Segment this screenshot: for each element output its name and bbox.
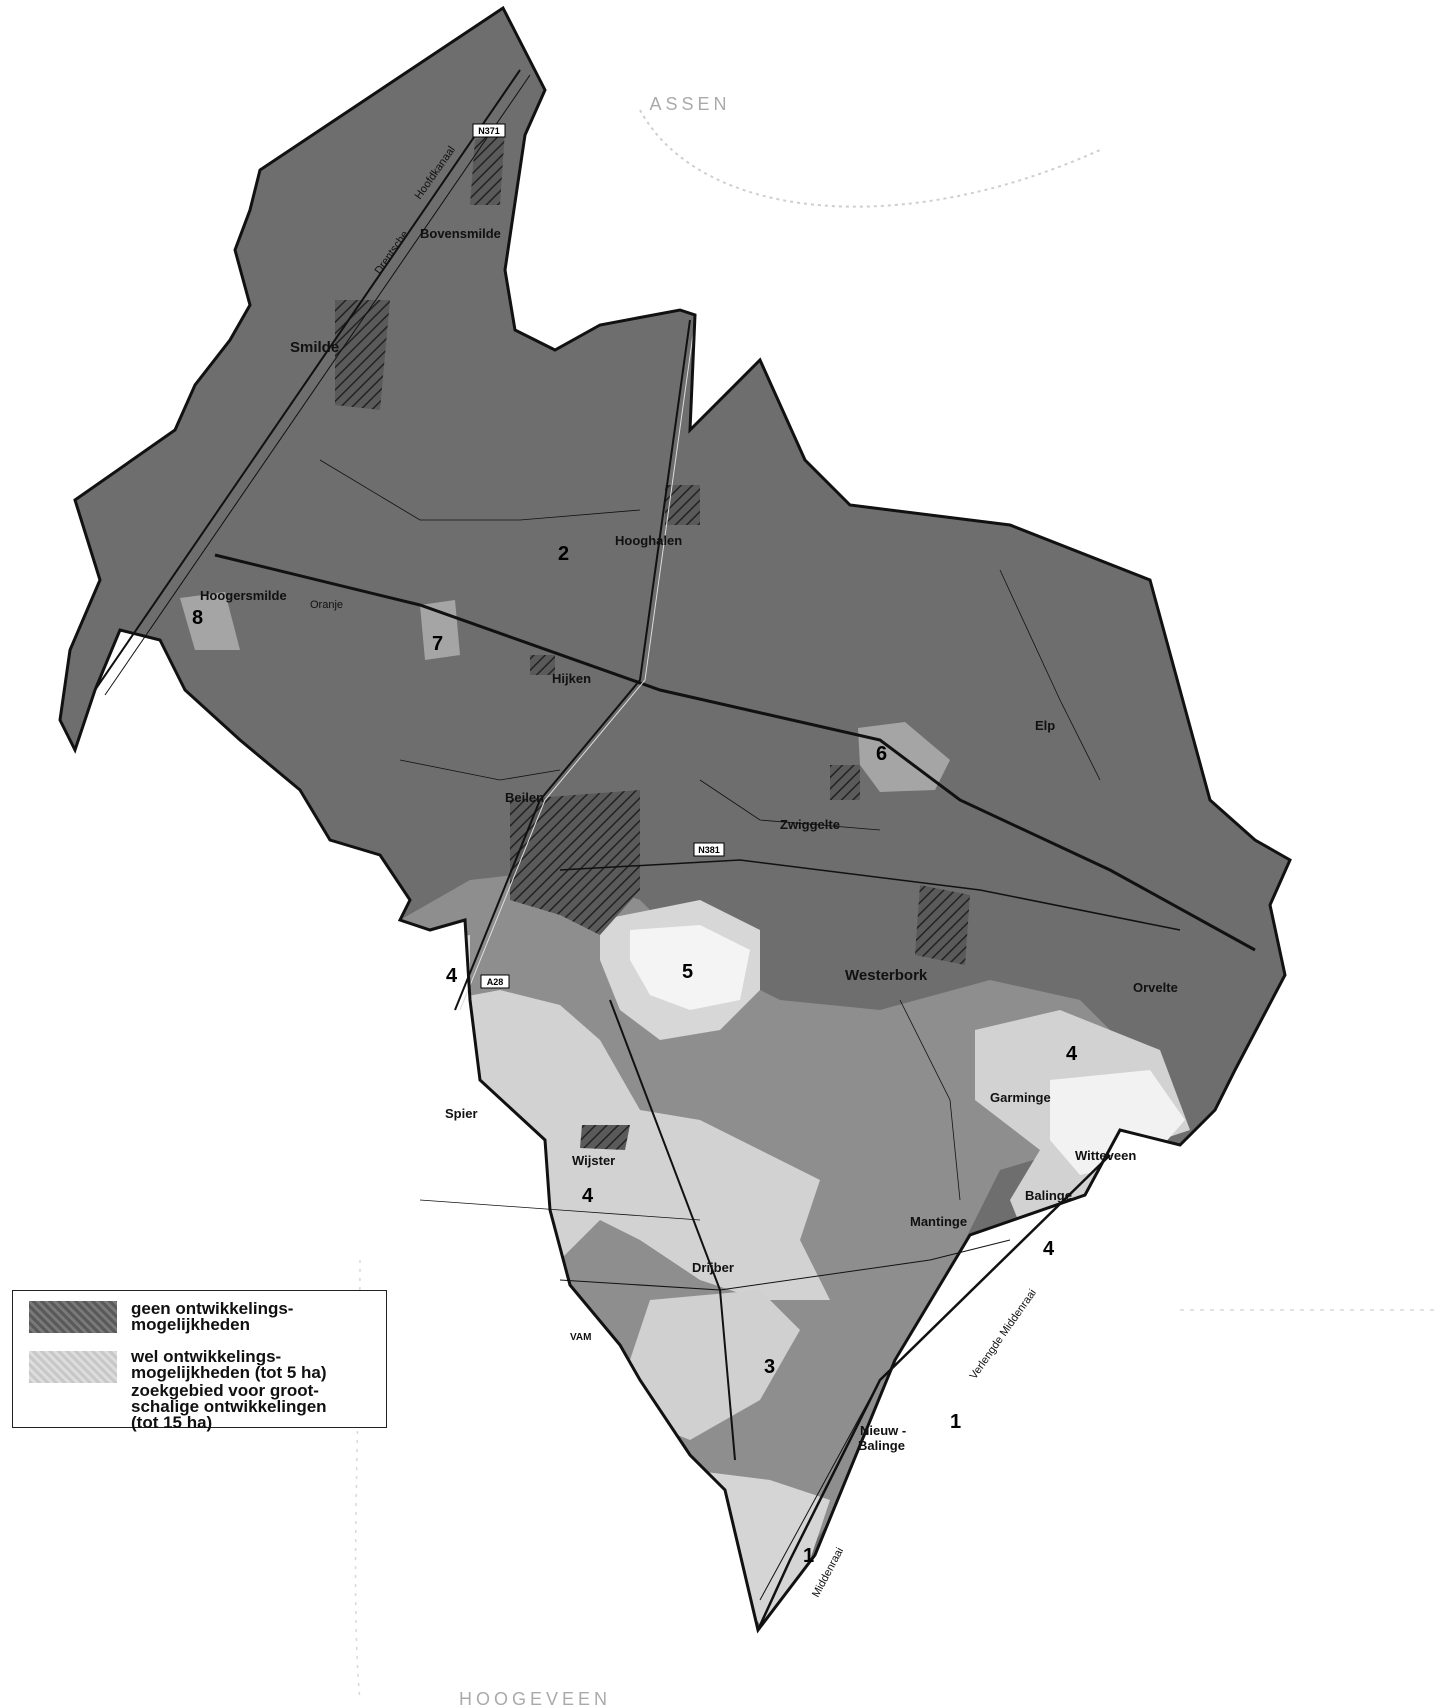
- place-label-mantinge: Mantinge: [910, 1214, 967, 1229]
- place-label-bovensmilde: Bovensmilde: [420, 226, 501, 241]
- place-label-wijster: Wijster: [572, 1153, 615, 1168]
- legend-label-line: (tot 15 ha): [131, 1413, 213, 1432]
- neighbor-context: ASSEN HOOGEVEEN: [354, 94, 1440, 1707]
- zone-label-4-west: 4: [446, 965, 458, 987]
- legend-label-search-area: zoekgebied voor groot- schalige ontwikke…: [131, 1381, 381, 1432]
- place-label-nieuw-balinge-2: Balinge: [858, 1438, 905, 1453]
- zone-label-6: 6: [876, 743, 887, 765]
- place-label-beilen: Beilen: [505, 790, 544, 805]
- light-zone-4-west: [400, 935, 470, 1000]
- legend-swatch-dark: [29, 1301, 117, 1333]
- road-label-oranjekanaal: Oranje: [310, 599, 343, 611]
- place-label-zwiggelte: Zwiggelte: [780, 817, 840, 832]
- place-label-balinge: Balinge: [1025, 1188, 1072, 1203]
- legend-label-no-development: geen ontwikkelings- mogelijkheden: [131, 1299, 381, 1334]
- road-shield-n381-label: N381: [698, 845, 720, 855]
- place-label-orvelte: Orvelte: [1133, 980, 1178, 995]
- legend-label-line: mogelijkheden (tot 5 ha): [131, 1363, 327, 1382]
- neighbor-north-label: ASSEN: [649, 94, 730, 114]
- white-zone-5: [630, 925, 750, 1010]
- zone-label-1-east: 1: [950, 1411, 961, 1433]
- built-up-areas: [335, 130, 970, 1150]
- place-label-hijken: Hijken: [552, 671, 591, 686]
- map-legend: geen ontwikkelings- mogelijkheden wel on…: [12, 1290, 387, 1432]
- place-label-hooghalen: Hooghalen: [615, 533, 682, 548]
- legend-label-development: wel ontwikkelings- mogelijkheden (tot 5 …: [131, 1347, 381, 1382]
- place-label-nieuw-balinge-1: Nieuw -: [860, 1423, 906, 1438]
- place-labels: Bovensmilde Smilde Hooghalen Hijken Hoog…: [200, 226, 1178, 1453]
- road-shield-n381: N381: [693, 842, 725, 857]
- zone-label-5: 5: [682, 961, 693, 983]
- place-label-hoogersmilde: Hoogersmilde: [200, 588, 287, 603]
- internal-boundaries: [94, 69, 1256, 1631]
- legend-label-line: wel ontwikkelings-: [131, 1347, 282, 1366]
- zone-label-1-south: 1: [803, 1545, 814, 1567]
- legend-label-line: zoekgebied voor groot-: [131, 1381, 319, 1400]
- zone-label-4-wijster: 4: [582, 1185, 594, 1207]
- road-shield-a28: A28: [480, 974, 510, 989]
- legend-swatch-light: [29, 1351, 117, 1383]
- legend-label-line: geen ontwikkelings-: [131, 1299, 294, 1318]
- place-label-westerbork: Westerbork: [845, 967, 928, 984]
- road-shield-a28-label: A28: [487, 977, 504, 987]
- municipality-area: [60, 8, 1290, 1630]
- zone-label-4-southeast: 4: [1043, 1238, 1055, 1260]
- zone-label-4-east: 4: [1066, 1043, 1078, 1065]
- zone-label-8: 8: [192, 607, 203, 629]
- place-label-vam: VAM: [570, 1332, 591, 1343]
- medium-zone-8: [180, 592, 240, 650]
- zone-label-2: 2: [558, 543, 569, 565]
- place-label-garminge: Garminge: [990, 1090, 1051, 1105]
- place-label-elp: Elp: [1035, 718, 1055, 733]
- place-label-drijber: Drijber: [692, 1260, 734, 1275]
- road-shield-n371-label: N371: [478, 126, 500, 136]
- municipality-border: [58, 5, 1292, 1634]
- zone-label-7: 7: [432, 633, 443, 655]
- zone-label-3: 3: [764, 1356, 775, 1378]
- place-label-spier: Spier: [445, 1106, 478, 1121]
- road-label-verlengde-middenraai: Verlengde Middenraai: [968, 1287, 1039, 1382]
- legend-label-line: mogelijkheden: [131, 1315, 251, 1334]
- legend-label-line: schalige ontwikkelingen: [131, 1397, 327, 1416]
- place-label-witteveen: Witteveen: [1075, 1148, 1136, 1163]
- neighbor-south-label: HOOGEVEEN: [459, 1689, 611, 1707]
- zone-numbers: 1 1 2 3 4 4 4 4 5 6 7 8: [192, 543, 1078, 1567]
- road-shield-n371: N371: [472, 123, 506, 138]
- place-label-smilde: Smilde: [290, 339, 339, 356]
- light-zone-3: [630, 1290, 800, 1440]
